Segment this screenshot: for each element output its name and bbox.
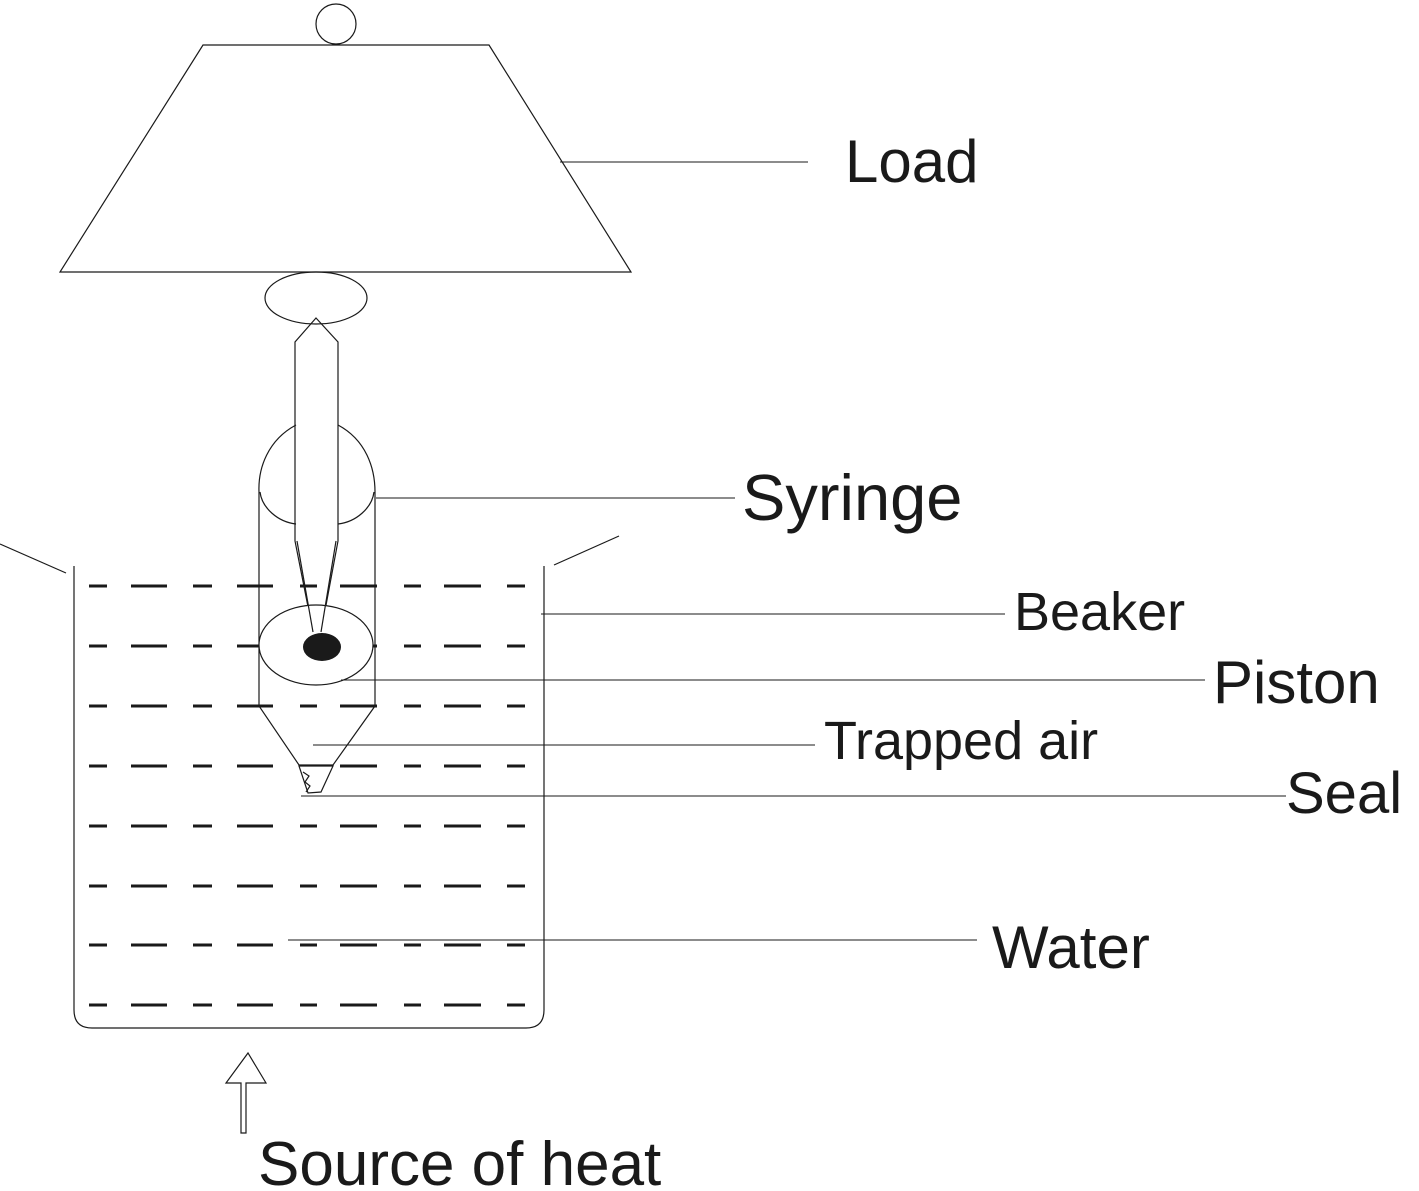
label-water: Water: [992, 914, 1150, 981]
load-trapezoid: [58, 44, 633, 273]
syringe-seal: [298, 765, 334, 794]
piston-tip: [303, 633, 341, 661]
label-seal: Seal: [1286, 761, 1402, 826]
label-trapped-air: Trapped air: [824, 711, 1098, 771]
label-load: Load: [845, 128, 978, 195]
piston-rod-left-edge: [296, 540, 314, 633]
syringe-shoulder-right: [337, 491, 375, 525]
load-knob: [315, 3, 357, 45]
label-beaker: Beaker: [1014, 582, 1185, 642]
piston-head: [258, 540, 374, 686]
beaker-lip-left: [0, 543, 67, 574]
label-syringe: Syringe: [742, 461, 962, 534]
beaker-wall: [73, 566, 545, 1029]
water-surface-lines: [89, 584, 525, 1007]
label-piston: Piston: [1213, 649, 1380, 716]
heat-arrow-icon: [224, 1051, 268, 1134]
load-platform: [264, 271, 368, 325]
load-weight: [58, 3, 633, 273]
beaker-lip-right: [553, 535, 620, 566]
seal-nozzle: [298, 765, 334, 794]
label-heat-source: Source of heat: [258, 1130, 661, 1191]
leader-lines: [288, 161, 1286, 941]
syringe-barrel: [258, 424, 376, 766]
syringe-body: [258, 424, 376, 766]
piston-rod-right-edge: [320, 540, 337, 633]
seal-rim: [302, 771, 311, 793]
syringe-shoulder-left: [259, 491, 297, 525]
beaker: [0, 535, 620, 1029]
